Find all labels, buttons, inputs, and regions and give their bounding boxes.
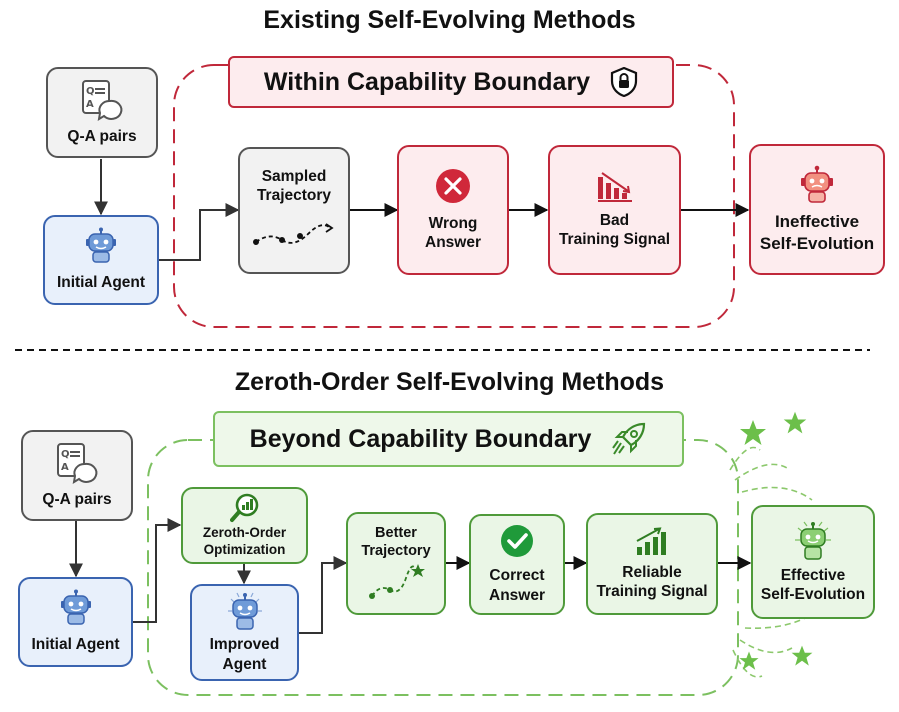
zeroth-order-line2: Optimization xyxy=(203,541,286,557)
chart-down-icon xyxy=(597,171,632,202)
svg-text:A: A xyxy=(61,462,69,473)
ineffective-line2: Self-Evolution xyxy=(759,233,875,253)
beyond-boundary-banner: Beyond Capability Boundary xyxy=(213,411,684,467)
qa-document-chat-icon: Q A xyxy=(57,442,98,484)
star-icon xyxy=(783,411,807,434)
shield-lock-icon xyxy=(610,67,638,97)
effective-self-evolution-box: Effective Self-Evolution xyxy=(751,505,875,619)
bad-training-signal-box: Bad Training Signal xyxy=(548,145,681,275)
svg-text:Q: Q xyxy=(86,86,95,97)
dotted-path-star-icon xyxy=(369,564,425,600)
arrow-improved-to-trajectory xyxy=(299,556,348,634)
improved-agent-line1: Improved xyxy=(209,636,280,654)
correct-answer-line1: Correct xyxy=(489,567,545,585)
svg-text:A: A xyxy=(86,99,94,110)
robot-icon xyxy=(60,589,91,626)
initial-agent-box-bottom: Initial Agent xyxy=(18,577,133,667)
robot-icon xyxy=(801,165,833,204)
improved-agent-line2: Agent xyxy=(222,655,267,673)
star-icon xyxy=(791,645,813,666)
sampled-trajectory-box: Sampled Trajectory xyxy=(238,147,350,274)
chart-up-icon xyxy=(636,526,666,555)
qa-document-chat-icon: Q A xyxy=(82,79,123,121)
initial-agent-label: Initial Agent xyxy=(56,274,146,292)
better-trajectory-line1: Better xyxy=(375,525,417,541)
correct-answer-line2: Answer xyxy=(489,586,545,604)
zeroth-order-line1: Zeroth-Order xyxy=(202,524,287,540)
ineffective-line1: Ineffective xyxy=(774,212,860,232)
qa-pairs-label: Q-A pairs xyxy=(67,127,137,145)
reliable-line2: Training Signal xyxy=(596,583,708,600)
beyond-boundary-label: Beyond Capability Boundary xyxy=(249,424,592,453)
rocket-icon xyxy=(612,422,646,455)
within-boundary-banner: Within Capability Boundary xyxy=(228,56,674,108)
star-icon xyxy=(740,420,766,445)
better-trajectory-box: Better Trajectory xyxy=(346,512,446,615)
star-icon xyxy=(739,651,759,670)
better-trajectory-line2: Trajectory xyxy=(361,543,431,560)
sampled-trajectory-line1: Sampled xyxy=(261,168,327,185)
zeroth-order-optimization-box: Zeroth-Order Optimization xyxy=(181,487,308,564)
qa-pairs-box-bottom: Q A Q-A pairs xyxy=(21,430,133,521)
qa-pairs-label: Q-A pairs xyxy=(42,490,112,508)
dotted-path-icon xyxy=(253,223,334,245)
bottom-section-title: Zeroth-Order Self-Evolving Methods xyxy=(234,368,665,396)
within-boundary-label: Within Capability Boundary xyxy=(263,67,591,96)
sampled-trajectory-line2: Trajectory xyxy=(256,187,332,205)
reliable-training-signal-box: Reliable Training Signal xyxy=(586,513,718,615)
qa-pairs-box-top: Q A Q-A pairs xyxy=(46,67,158,158)
wrong-answer-box: Wrong Answer xyxy=(397,145,509,275)
ineffective-self-evolution-box: Ineffective Self-Evolution xyxy=(749,144,885,275)
reliable-line1: Reliable xyxy=(622,563,682,581)
x-circle-icon xyxy=(436,168,470,203)
initial-agent-box-top: Initial Agent xyxy=(43,215,159,305)
effective-line1: Effective xyxy=(780,566,846,584)
wrong-answer-line2: Answer xyxy=(425,234,481,251)
svg-text:Q: Q xyxy=(61,449,70,460)
arrow-agent-to-trajectory-top xyxy=(159,203,240,261)
arrow-agent-to-zo xyxy=(133,518,182,623)
effective-line2: Self-Evolution xyxy=(760,586,866,603)
robot-icon xyxy=(227,592,262,630)
correct-answer-box: Correct Answer xyxy=(469,514,565,615)
top-section-title: Existing Self-Evolving Methods xyxy=(263,6,636,34)
top-capability-region xyxy=(173,64,735,328)
bad-training-signal-line2: Training Signal xyxy=(558,231,671,248)
robot-icon xyxy=(86,227,116,264)
bad-training-signal-line1: Bad xyxy=(599,211,630,229)
check-circle-icon xyxy=(501,525,533,558)
search-chart-icon xyxy=(229,493,258,522)
wrong-answer-line1: Wrong xyxy=(428,214,478,232)
sparkle-decoration xyxy=(729,446,816,678)
improved-agent-box: Improved Agent xyxy=(190,584,299,681)
robot-icon xyxy=(795,521,831,560)
initial-agent-label: Initial Agent xyxy=(31,636,120,654)
